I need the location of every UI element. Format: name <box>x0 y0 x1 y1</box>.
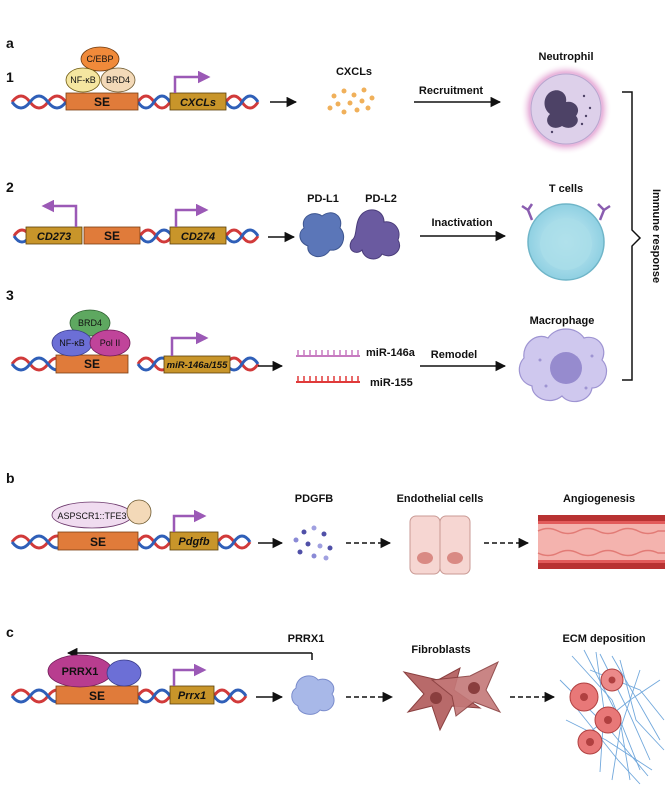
row3-promoter-arrow <box>170 331 209 356</box>
fibroblasts <box>402 660 502 732</box>
row3-gene-box <box>163 355 231 374</box>
row1-brd4-factor <box>100 67 136 93</box>
mir-146a-strand <box>296 350 360 357</box>
panel-b-product-label: PDGFB <box>295 493 334 505</box>
row1-cebp-factor <box>80 46 120 72</box>
row2-product2-label: PD-L2 <box>365 193 397 205</box>
t-cell <box>521 203 611 281</box>
panel-b-gene-box <box>169 531 219 551</box>
panel-c-cell-label: Fibroblasts <box>411 644 470 656</box>
immune-response-bracket <box>622 91 642 381</box>
row1-action-label: Recruitment <box>419 85 484 97</box>
row1-se-box <box>65 92 139 111</box>
row2-cell-label: T cells <box>549 183 583 195</box>
row1-promoter-arrow <box>173 70 211 93</box>
row3-se-label: SE <box>84 357 100 371</box>
row1-cell-label: Neutrophil <box>539 51 594 63</box>
row1-brd4-label: BRD4 <box>106 75 130 85</box>
panel-a-label: a <box>6 35 14 51</box>
mir-155-strand <box>296 376 360 383</box>
cxcl-dots <box>327 87 375 115</box>
panel-b-factor-label: ASPSCR1::TFE3 <box>57 511 126 521</box>
row2-number: 2 <box>6 179 14 195</box>
ecm-deposition <box>559 649 665 785</box>
panel-c-feedback-label: PRRX1 <box>288 633 325 645</box>
row2-gene-right-box <box>169 226 227 245</box>
row3-product2-label: miR-155 <box>370 377 413 389</box>
row1-number: 1 <box>6 69 14 85</box>
prrx1-protein <box>291 675 335 715</box>
row3-action-label: Remodel <box>431 349 477 361</box>
row2-gene-right-label: CD274 <box>181 231 215 243</box>
row1-gene-box <box>169 92 227 111</box>
row3-brd4-label: BRD4 <box>78 318 102 328</box>
row2-left-promoter-arrow <box>41 199 78 227</box>
panel-c-se-label: SE <box>89 689 105 703</box>
panel-b-se-label: SE <box>90 535 106 549</box>
row3-gene-label: miR-146a/155 <box>167 360 228 371</box>
panel-b-gene-label: Pdgfb <box>178 536 209 548</box>
row3-brd4-factor <box>69 309 111 337</box>
endothelial-cells <box>409 515 471 575</box>
panel-c-factor-label: PRRX1 <box>62 666 99 678</box>
row3-product1-label: miR-146a <box>366 347 416 359</box>
row3-number: 3 <box>6 287 14 303</box>
panel-b-label: b <box>6 470 15 486</box>
row1-product-label: CXCLs <box>336 66 372 78</box>
row1-gene-label: CXCLs <box>180 97 216 109</box>
panel-c-se-box <box>55 685 139 705</box>
immune-response-label: Immune response <box>650 189 662 283</box>
panel-b-cofactor <box>126 499 152 525</box>
row3-polii-factor <box>89 329 131 357</box>
panel-c-cofactor <box>106 659 142 687</box>
row1-se-label: SE <box>94 95 110 109</box>
neutrophil-cell <box>520 63 612 155</box>
pd-l1-protein <box>299 212 345 258</box>
row2-gene-left-box <box>25 226 83 245</box>
panel-b-outcome-label: Angiogenesis <box>563 493 635 505</box>
panel-c-gene-label: Prrx1 <box>178 690 206 702</box>
row2-action-label: Inactivation <box>431 217 492 229</box>
pdgfb-dots <box>293 525 333 561</box>
row3-polii-label: Pol II <box>100 338 121 348</box>
row2-gene-left-label: CD273 <box>37 231 71 243</box>
panel-b-se-box <box>57 531 139 551</box>
row2-se-box <box>83 226 141 245</box>
panel-b-promoter-arrow <box>172 509 207 532</box>
blood-vessel <box>537 515 665 569</box>
panel-c-label: c <box>6 624 14 640</box>
pd-l2-protein <box>349 209 400 260</box>
panel-c-outcome-label: ECM deposition <box>562 633 645 645</box>
row3-cell-label: Macrophage <box>530 315 595 327</box>
row2-product1-label: PD-L1 <box>307 193 339 205</box>
row2-right-promoter-arrow <box>174 203 209 227</box>
row1-nfkb-label: NF-κB <box>70 75 96 85</box>
row3-nfkb-label: NF-κB <box>59 338 85 348</box>
row2-se-label: SE <box>104 229 120 243</box>
row1-cebp-label: C/EBP <box>86 54 113 64</box>
panel-c-promoter-arrow <box>172 663 207 686</box>
macrophage-cell <box>518 328 607 403</box>
row3-se-box <box>55 354 129 374</box>
panel-b-cell-label: Endothelial cells <box>397 493 484 505</box>
row1-nfkb-factor <box>65 67 101 93</box>
panel-c-gene-box <box>169 685 215 705</box>
